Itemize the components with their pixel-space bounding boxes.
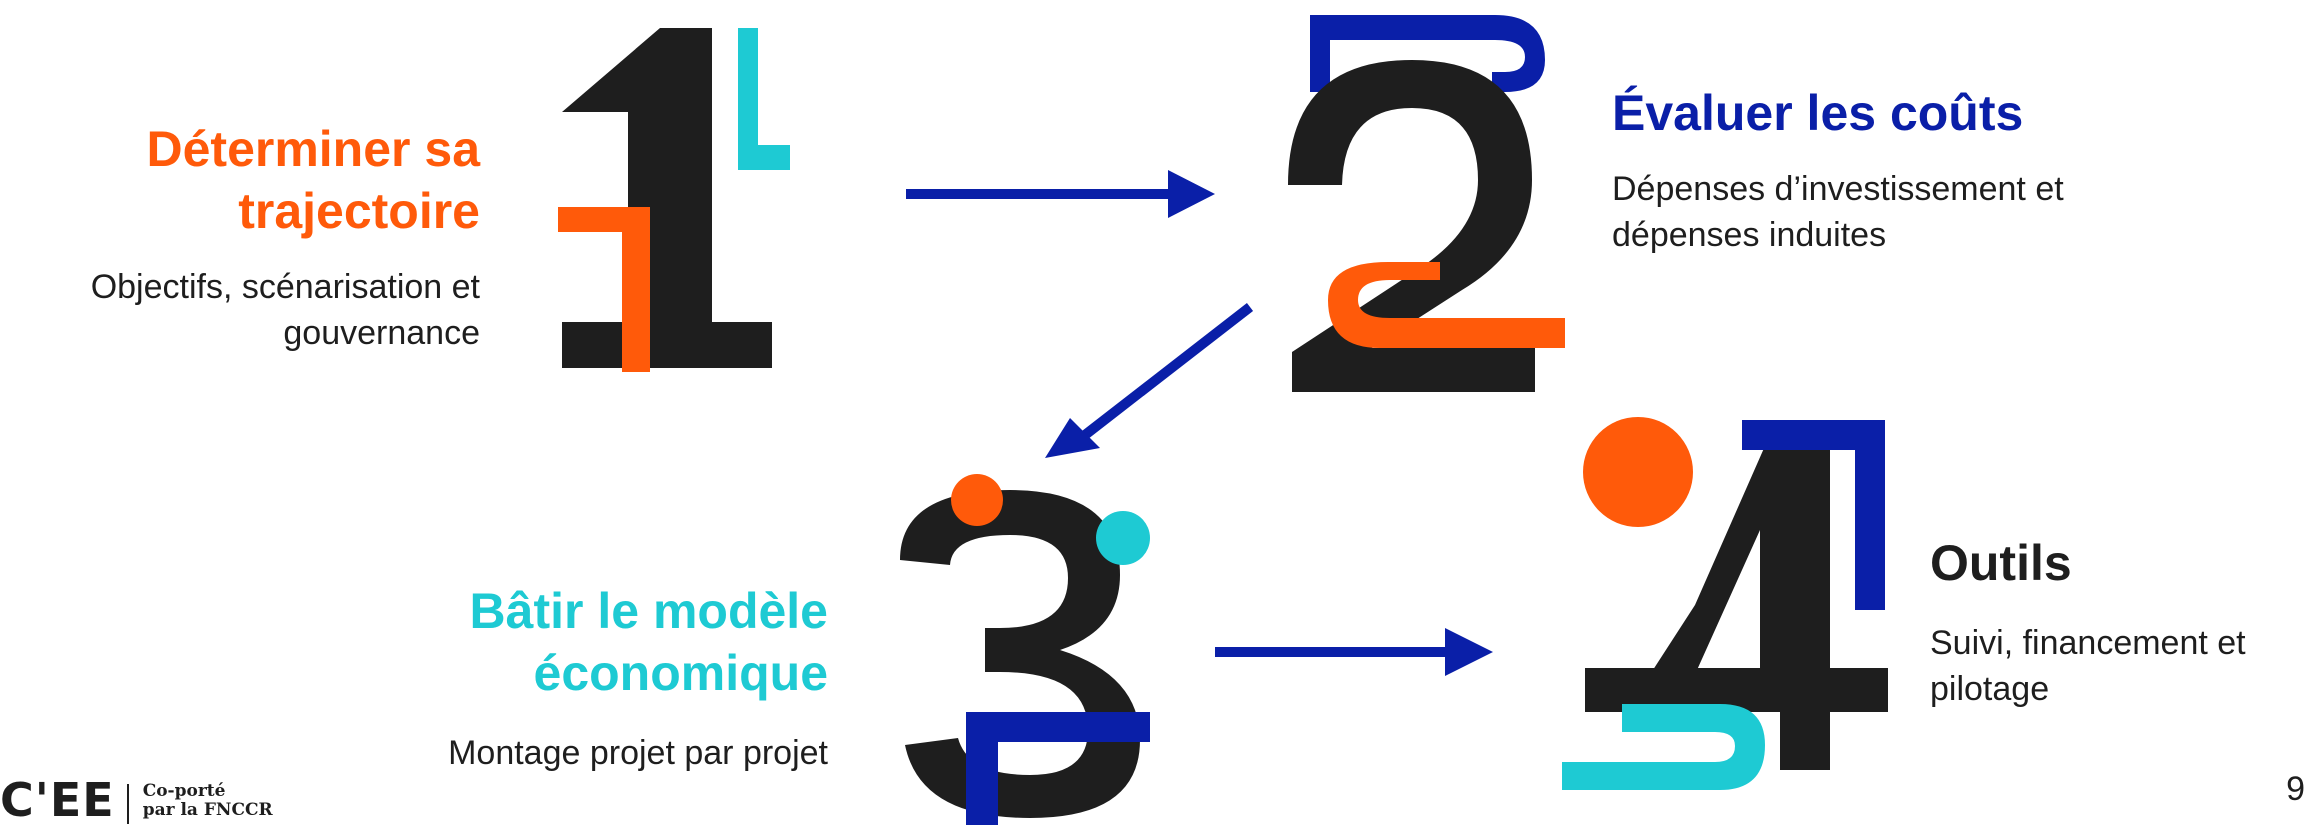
step-1-text: Déterminer sa trajectoire Objectifs, scé… [0,118,480,356]
step-1-title: Déterminer sa trajectoire [146,121,481,239]
step-3-numeral-graphic [900,474,1150,825]
step-1-numeral-graphic [558,28,790,372]
step-2-text: Évaluer les coûts Dépenses d’investissem… [1612,82,2132,258]
arrow-3-to-4 [1215,628,1493,676]
arrow-1-to-2 [906,170,1215,218]
step-3-description: Montage projet par projet [448,734,828,772]
logo-subtitle-line1: Co-porté [142,781,226,801]
step-4-numeral-graphic [1562,417,1888,790]
logo-separator [126,784,129,824]
page-number: 9 [2286,770,2305,808]
step-3-text: Bâtir le modèle économique Montage proje… [340,580,828,776]
step-1-description: Objectifs, scénarisation et gouvernance [90,268,480,352]
step-4-title: Outils [1930,535,2072,591]
step-2-numeral-graphic [1288,15,1565,392]
step-4-text: Outils Suivi, financement et pilotage [1930,532,2310,712]
step-2-title: Évaluer les coûts [1612,85,2024,141]
logo-mark: C'EE [0,773,115,827]
step-4-description: Suivi, financement et pilotage [1930,624,2246,708]
step-2-description: Dépenses d’investissement et dépenses in… [1612,170,2064,254]
cee-logo: C'EE Co-porté par la FNCCR [0,773,273,827]
step-3-title: Bâtir le modèle économique [469,583,828,701]
logo-subtitle-line2: par la FNCCR [142,800,273,820]
logo-subtitle: Co-porté par la FNCCR [143,782,273,820]
arrow-2-to-3 [1045,303,1254,458]
